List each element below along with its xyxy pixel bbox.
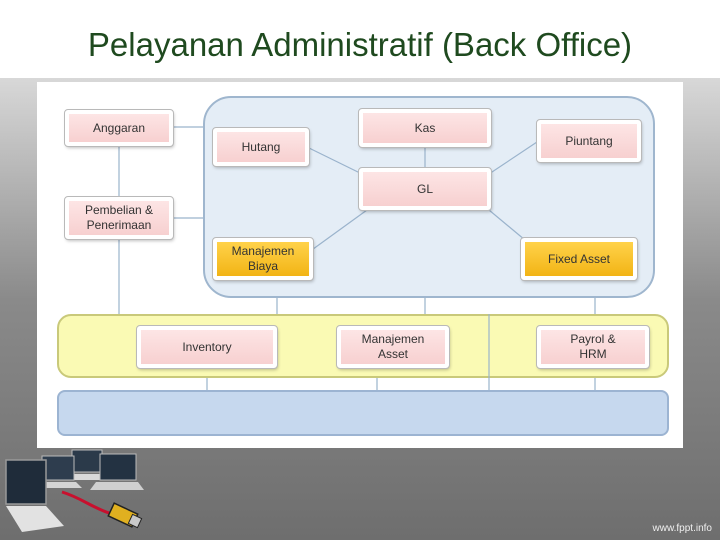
laptop-icon bbox=[5, 459, 64, 532]
node-manajemen-biaya: Manajemen Biaya bbox=[212, 237, 314, 281]
node-fixed-asset: Fixed Asset bbox=[520, 237, 638, 281]
node-gl: GL bbox=[358, 167, 492, 211]
node-pembelian-penerimaan: Pembelian & Penerimaan bbox=[64, 196, 174, 240]
node-inventory: Inventory bbox=[136, 325, 278, 369]
node-hutang: Hutang bbox=[212, 127, 310, 167]
connector-piuntang-gl bbox=[488, 141, 538, 175]
laptop-icon bbox=[90, 453, 144, 490]
connector-hutang-gl bbox=[308, 147, 363, 175]
back-office-diagram: Anggaran Pembelian & Penerimaan Hutang K… bbox=[37, 82, 683, 448]
node-payrol-hrm: Payrol & HRM bbox=[536, 325, 650, 369]
cable-icon bbox=[61, 490, 113, 516]
node-piuntang: Piuntang bbox=[536, 119, 642, 163]
connector-gl-biaya bbox=[308, 209, 368, 253]
node-manajemen-asset: Manajemen Asset bbox=[336, 325, 450, 369]
node-kas: Kas bbox=[358, 108, 492, 148]
usb-plug-icon bbox=[107, 502, 143, 529]
footer-url: www.fppt.info bbox=[652, 523, 712, 534]
laptop-icon bbox=[64, 449, 110, 480]
slide-title: Pelayanan Administratif (Back Office) bbox=[87, 26, 633, 63]
laptops-illustration bbox=[5, 449, 144, 532]
node-anggaran: Anggaran bbox=[64, 109, 174, 147]
base-zone bbox=[57, 390, 669, 436]
